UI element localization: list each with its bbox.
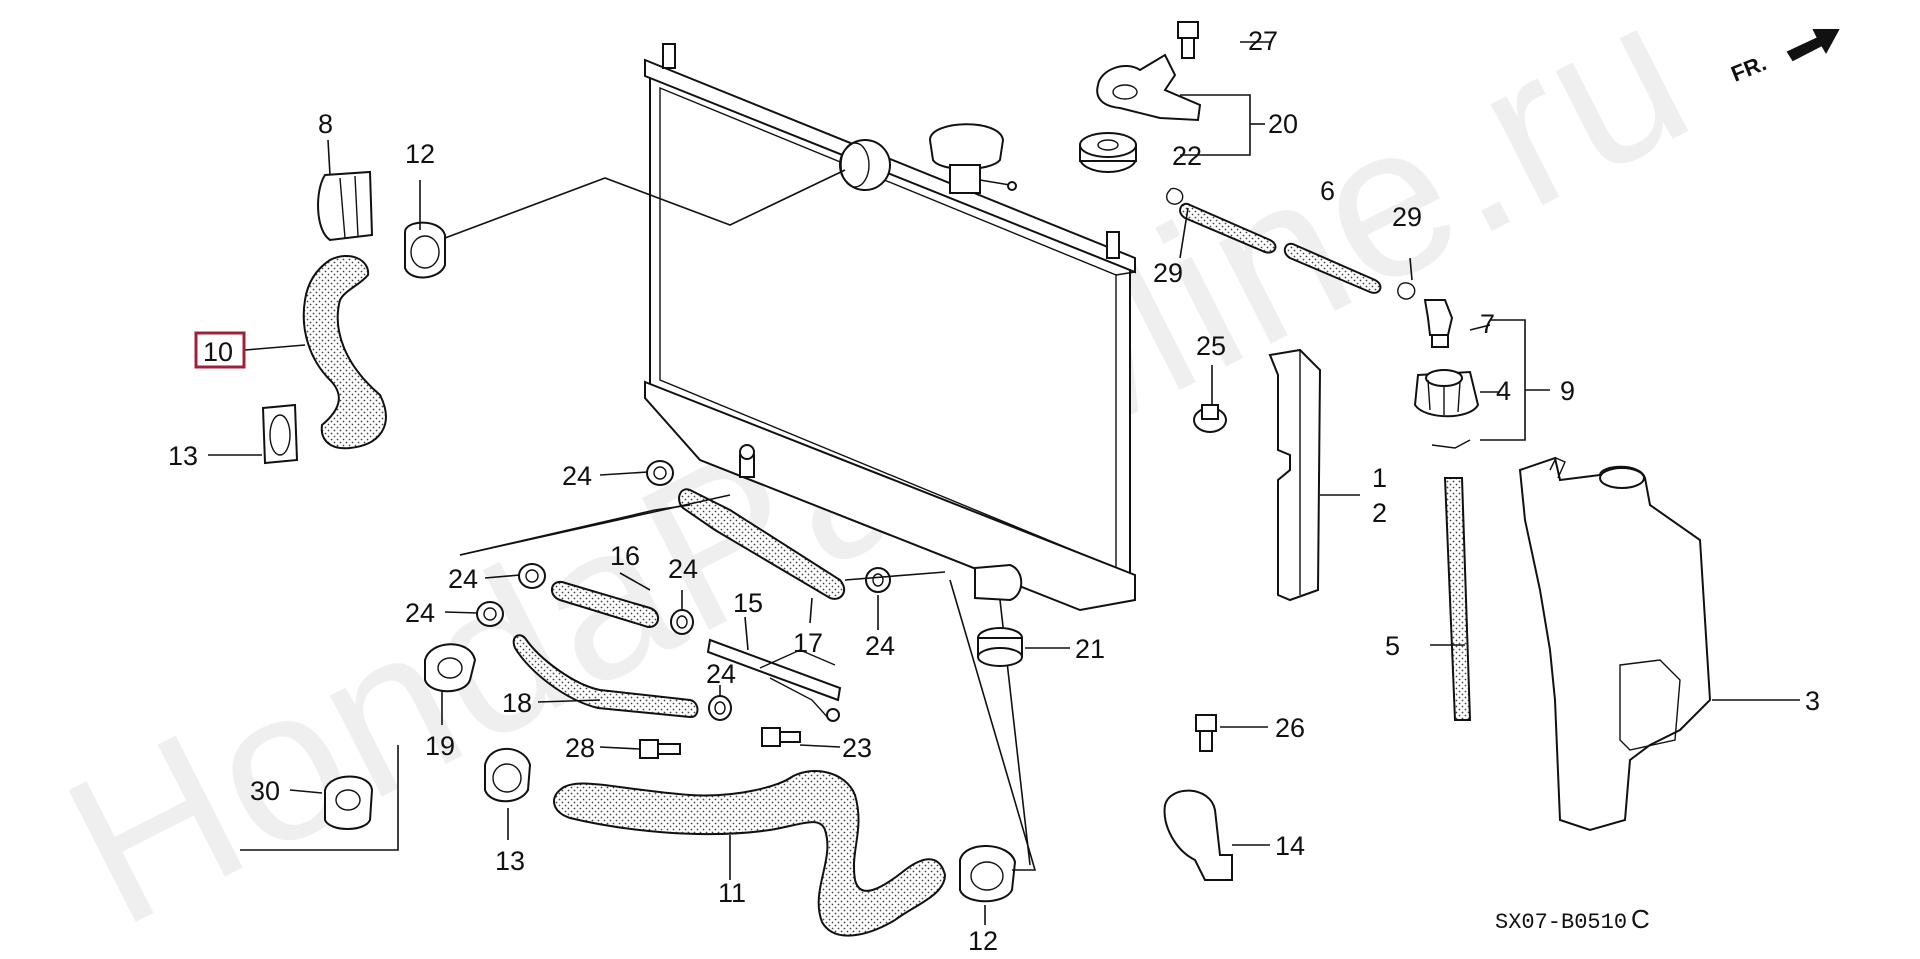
clamp-24-f [708, 695, 732, 721]
callout-27: 27 [1248, 26, 1278, 56]
callout-7: 7 [1480, 309, 1495, 339]
radiator-lower-outlet [974, 563, 1023, 602]
cushion-22 [1079, 132, 1137, 173]
radiator-top-post-right [1106, 231, 1120, 259]
callout-4: 4 [1496, 376, 1511, 406]
callout-22: 22 [1172, 141, 1202, 171]
callout-9: 9 [1560, 376, 1575, 406]
bolt-28 [639, 739, 681, 759]
callout-26: 26 [1275, 713, 1305, 743]
overflow-tube-5 [1443, 477, 1472, 721]
lower-radiator-hose [553, 770, 947, 937]
callout-24-d: 24 [668, 554, 698, 584]
radiator-top-post-left [662, 43, 676, 69]
callout-1: 1 [1372, 463, 1387, 493]
callout-24-f: 24 [706, 659, 736, 689]
clamp-24-e [865, 567, 891, 593]
front-arrow-icon [1786, 29, 1840, 62]
hose-clamp-30 [324, 775, 374, 830]
callout-24-c: 24 [405, 598, 435, 628]
water-hose-17 [678, 488, 846, 600]
callout-28: 28 [565, 733, 595, 763]
bypass-pipe-15 [706, 638, 842, 722]
reserve-tank-cap-4 [1413, 369, 1480, 418]
radiator-assembly [644, 43, 1136, 612]
reserve-tank-3 [1518, 456, 1712, 832]
callout-6: 6 [1320, 176, 1335, 206]
callout-29-b: 29 [1392, 202, 1422, 232]
callout-10-highlight [194, 331, 246, 369]
bolt-27 [1177, 21, 1199, 59]
callout-16: 16 [610, 541, 640, 571]
callout-15: 15 [733, 588, 763, 618]
tank-joint-7 [1423, 299, 1454, 348]
lower-hose-clamp-13 [484, 747, 532, 803]
hose-clip-29-a [1165, 187, 1184, 205]
callout-3: 3 [1805, 686, 1820, 716]
callout-17: 17 [793, 628, 823, 658]
callout-19: 19 [425, 731, 455, 761]
diagram-code-suffix: C [1631, 904, 1650, 934]
callout-21: 21 [1075, 634, 1105, 664]
callout-25: 25 [1196, 331, 1226, 361]
callout-20: 20 [1268, 109, 1298, 139]
clamp-24-a [646, 460, 674, 486]
callout-24-b: 24 [448, 564, 478, 594]
callout-5: 5 [1385, 631, 1400, 661]
bolt-26 [1195, 714, 1217, 752]
clamp-24-b [518, 563, 546, 589]
radiator-upper-outlet [839, 139, 891, 191]
callout-11: 11 [718, 878, 746, 908]
callout-8: 8 [318, 109, 333, 139]
callout-14: 14 [1275, 831, 1305, 861]
hose-clip-29-b [1397, 282, 1416, 300]
callout-12-b: 12 [968, 926, 998, 956]
callout-24-e: 24 [865, 631, 895, 661]
air-guide-1-2 [1268, 348, 1322, 602]
front-direction-label: FR. [1728, 50, 1770, 86]
diagram-code-main: SX07-B0510 [1495, 910, 1627, 935]
bolt-23 [761, 727, 801, 747]
callout-2: 2 [1372, 498, 1387, 528]
callout-10: 10 [203, 337, 233, 367]
drain-plug-21 [977, 627, 1023, 667]
callout-29-a: 29 [1153, 258, 1183, 288]
upper-radiator-hose [302, 255, 387, 450]
water-hose-16 [551, 580, 659, 628]
radiator-bottom-tank [644, 380, 1136, 612]
water-hose-18 [512, 634, 699, 718]
radiator-cap [928, 123, 1017, 194]
upper-hose-clamp-8 [317, 170, 374, 242]
lower-hose-clamp-12 [959, 845, 1017, 903]
callout-23: 23 [842, 733, 872, 763]
clamp-24-d [670, 609, 694, 635]
hose-clamp-14 [1163, 789, 1233, 881]
overflow-tube-6b [1283, 242, 1382, 294]
front-direction-indicator: FR. [1728, 29, 1840, 87]
callout-30: 30 [250, 776, 280, 806]
hose-clamp-19 [424, 643, 477, 693]
clamp-24-c [476, 601, 504, 627]
overflow-tube-6a [1179, 202, 1277, 254]
mounting-bracket-20 [1096, 53, 1202, 122]
callout-18: 18 [502, 688, 532, 718]
upper-hose-clamp-13 [261, 403, 299, 465]
callout-13-a: 13 [168, 441, 198, 471]
callout-12-a: 12 [405, 139, 435, 169]
callout-24-a: 24 [562, 461, 592, 491]
clip-25 [1193, 404, 1227, 433]
callout-13-b: 13 [495, 846, 525, 876]
